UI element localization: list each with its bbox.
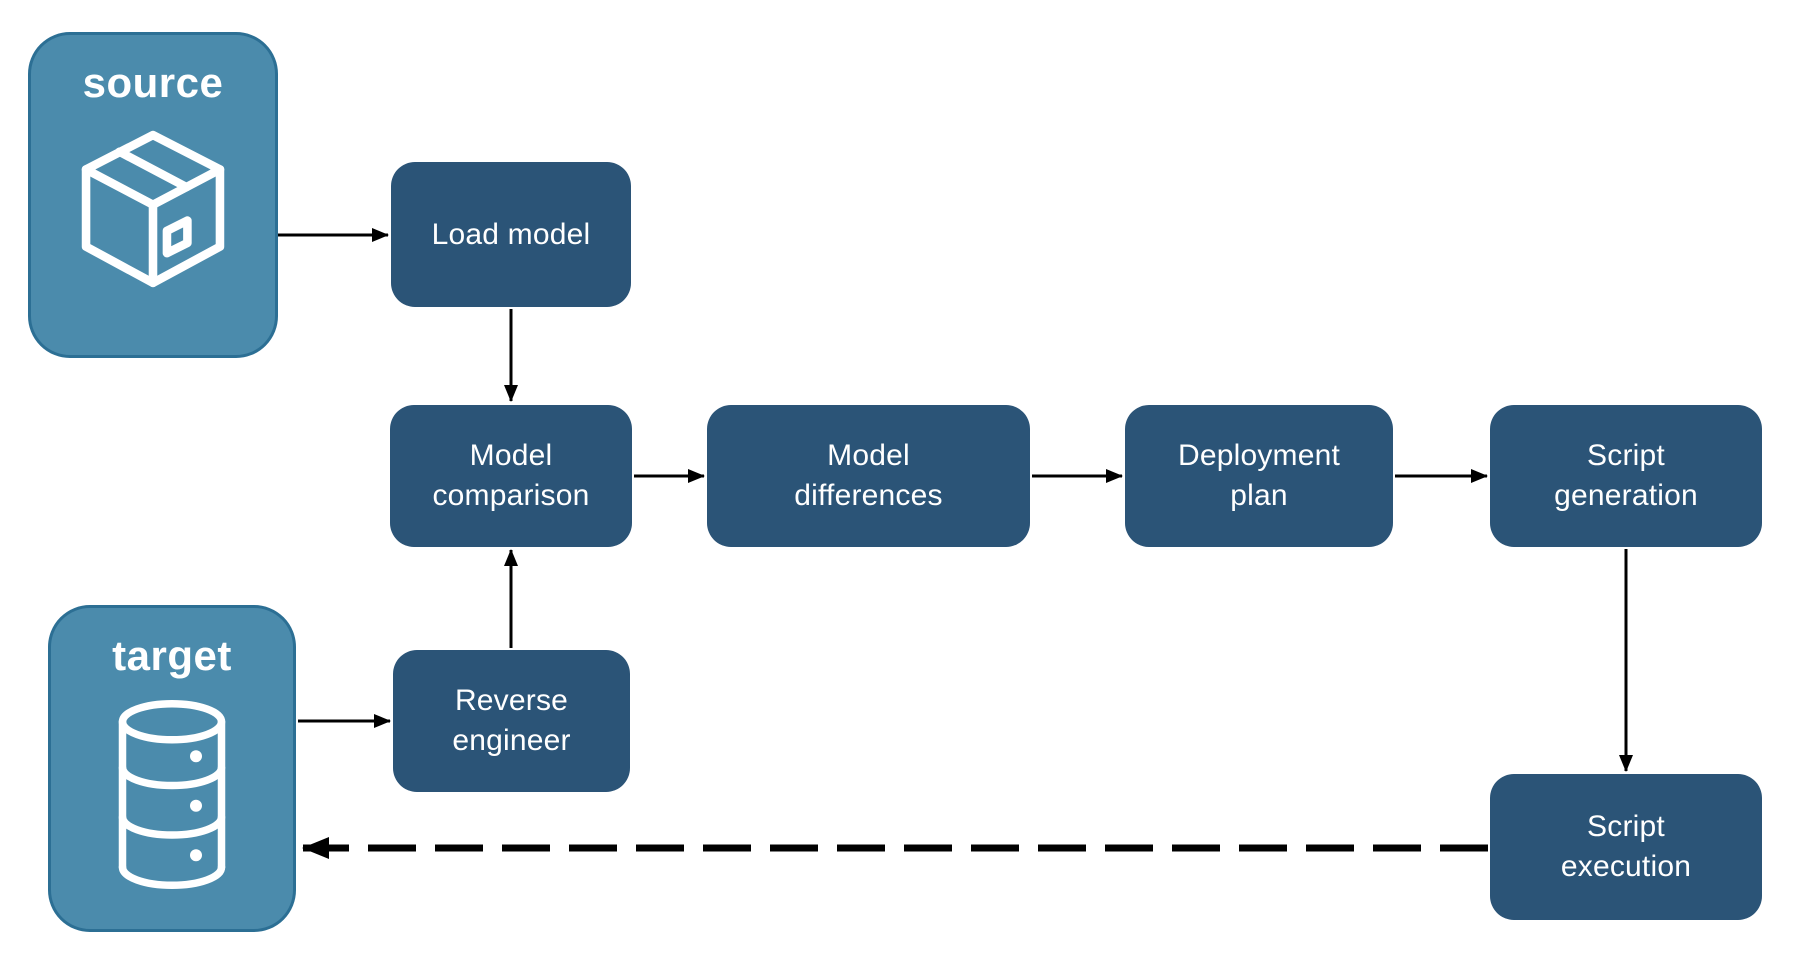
node-model-differences: Model differences [707,405,1030,547]
node-model-differences-label: Model differences [794,439,943,512]
node-script-execution: Script execution [1490,774,1762,920]
target-chip: target [48,605,296,932]
package-icon [81,130,225,288]
node-script-generation-label: Script generation [1554,439,1698,512]
node-script-execution-label: Script execution [1560,810,1692,883]
node-reverse-engineer: Reverse engineer [393,650,630,792]
target-label: target [112,632,232,679]
database-icon [118,700,226,889]
node-model-comparison-label: Model comparison [432,439,590,512]
node-load-model-label: Load model [431,217,591,251]
node-script-generation: Script generation [1490,405,1762,547]
node-deployment-plan-label: Deployment plan [1177,439,1341,512]
node-model-comparison: Model comparison [390,405,632,547]
node-deployment-plan: Deployment plan [1125,405,1393,547]
source-label: source [82,59,224,106]
node-reverse-engineer-label: Reverse engineer [452,684,571,757]
source-chip: source [28,32,278,358]
node-load-model: Load model [391,162,631,307]
